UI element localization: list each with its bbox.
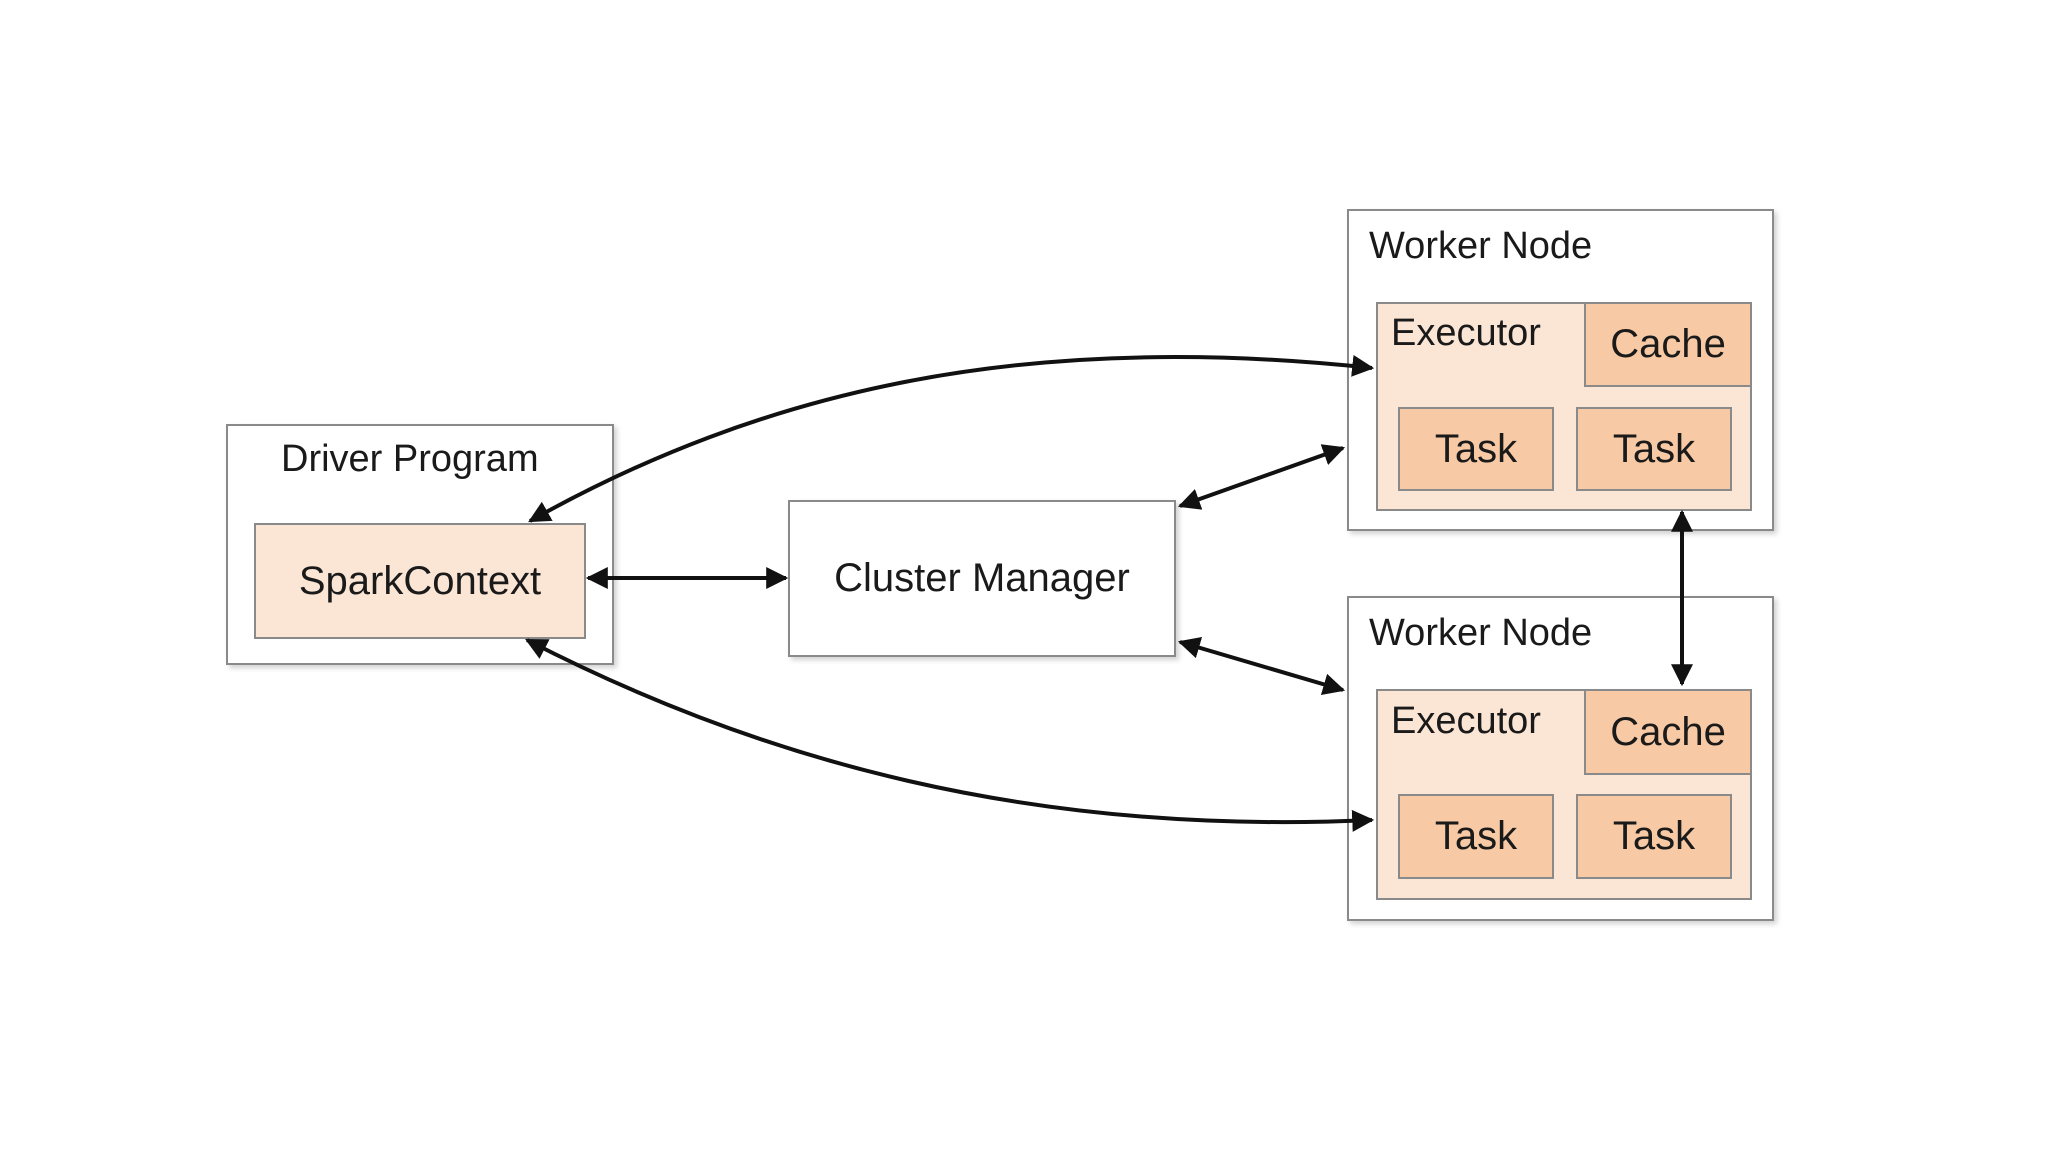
worker-node-box: Worker Node Executor Cache Task Task xyxy=(1347,596,1774,921)
task-box: Task xyxy=(1398,407,1554,491)
task-box: Task xyxy=(1398,794,1554,879)
executor-label: Executor xyxy=(1391,700,1541,742)
driver-program-title: Driver Program xyxy=(281,438,539,480)
arrow-cluster-manager-worker1 xyxy=(1177,444,1346,510)
driver-program-box: Driver Program SparkContext xyxy=(226,424,614,665)
cache-box: Cache xyxy=(1584,302,1752,387)
cluster-manager-box: Cluster Manager xyxy=(788,500,1176,657)
spark-context-box: SparkContext xyxy=(254,523,586,639)
arrow-cluster-manager-worker2 xyxy=(1177,637,1346,695)
executor-box: Executor Cache Task Task xyxy=(1376,689,1752,900)
arrow-driver-worker1 xyxy=(528,354,1375,523)
task-box: Task xyxy=(1576,407,1732,491)
worker-node-title: Worker Node xyxy=(1369,225,1593,267)
worker-node-title: Worker Node xyxy=(1369,612,1593,654)
executor-box: Executor Cache Task Task xyxy=(1376,302,1752,511)
worker-node-box: Worker Node Executor Cache Task Task xyxy=(1347,209,1774,531)
task-box: Task xyxy=(1576,794,1732,879)
executor-label: Executor xyxy=(1391,312,1541,354)
cache-box: Cache xyxy=(1584,689,1752,775)
arrow-driver-worker2 xyxy=(525,638,1375,832)
